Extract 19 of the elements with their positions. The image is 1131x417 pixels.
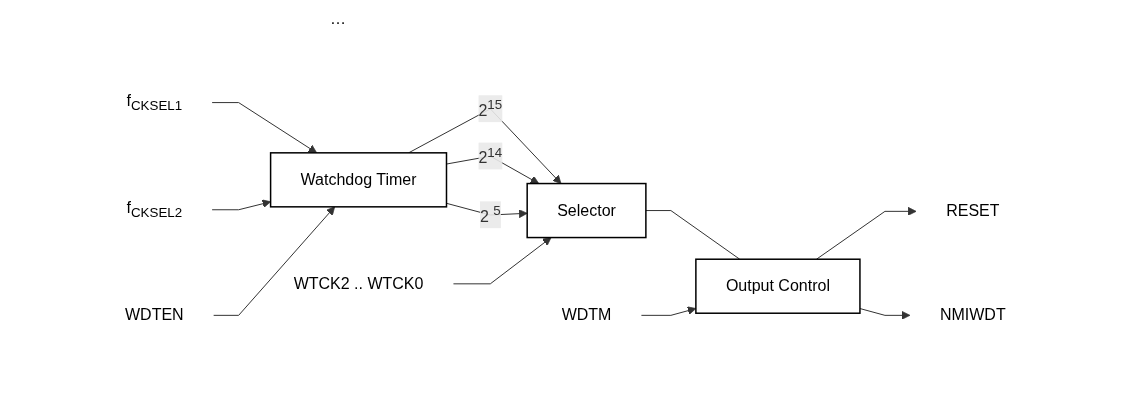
arrow	[213, 206, 336, 317]
arrow	[453, 237, 552, 285]
node-box: Selector	[526, 183, 647, 239]
ellipsis-note: …	[330, 10, 346, 28]
node-text: WDTEN	[125, 306, 184, 324]
edge-label: 2$^{14}$	[478, 144, 503, 167]
arrow	[816, 207, 917, 261]
arrow	[211, 102, 318, 154]
arrow	[641, 306, 697, 317]
node-text: f$_{CKSEL1}$	[126, 92, 183, 114]
node-box: Watchdog Timer	[270, 152, 448, 208]
node-text: NMIWDT	[940, 306, 1006, 324]
edge-label: 2 $^{5}$	[480, 203, 501, 225]
node-text: WTCK2 .. WTCK0	[293, 275, 424, 293]
node-text: f$_{CKSEL2}$	[126, 199, 183, 221]
node-text: RESET	[946, 202, 1000, 220]
node-text: WDTM	[561, 306, 612, 324]
edge-label: 2$^{15}$	[478, 97, 503, 119]
node-box: Output Control	[695, 258, 861, 315]
